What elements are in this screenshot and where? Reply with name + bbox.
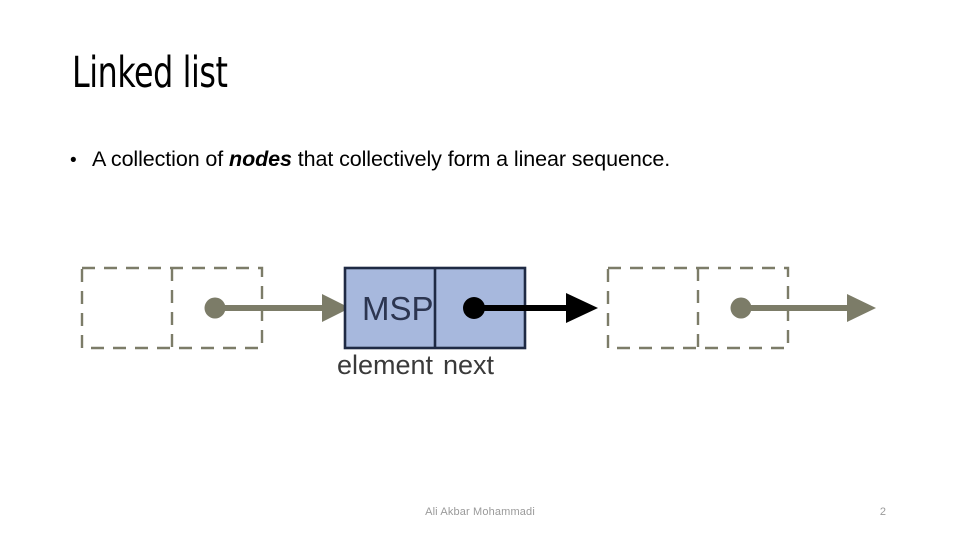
bullet-list: • A collection of nodes that collectivel… (70, 146, 900, 173)
node-msp: MSP (343, 266, 598, 350)
ghost-node-right-arrowhead (847, 294, 876, 322)
footer-page-number: 2 (879, 506, 886, 518)
ghost-node-left-arrowhead (322, 294, 350, 322)
bullet-text-before: A collection of (92, 147, 230, 171)
bullet-text-emphasis: nodes (229, 147, 292, 171)
footer-author: Ali Akbar Mohammadi (425, 506, 535, 518)
ghost-node-right (606, 266, 876, 350)
linked-list-diagram: MSP element next (0, 240, 960, 400)
ghost-node-left (80, 266, 350, 350)
node-msp-element-value: MSP (362, 290, 434, 327)
bullet-marker-icon: • (70, 150, 77, 171)
node-msp-label-next: next (443, 350, 495, 380)
node-msp-next-arrowhead (566, 293, 598, 323)
bullet-text: A collection of nodes that collectively … (92, 146, 900, 173)
list-item: • A collection of nodes that collectivel… (70, 146, 900, 173)
bullet-text-after: that collectively form a linear sequence… (291, 147, 671, 171)
page-title: Linked list (72, 48, 228, 98)
node-msp-label-element: element (337, 350, 434, 380)
